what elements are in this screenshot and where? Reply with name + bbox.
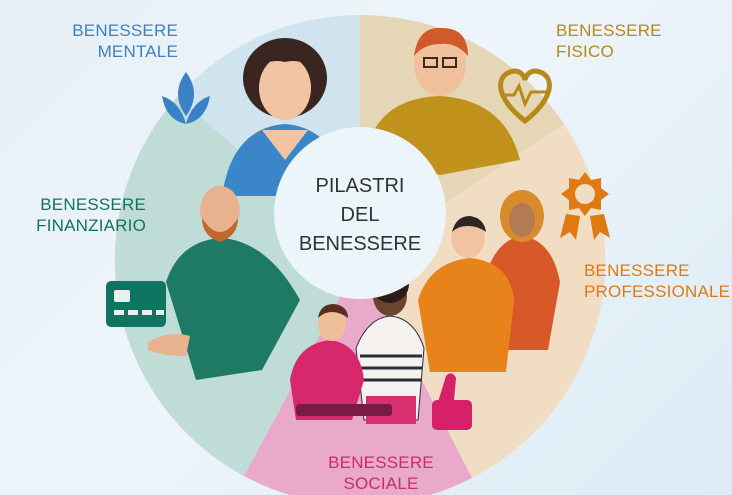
- lotus-icon: [162, 72, 210, 124]
- center-title-line2: DEL: [341, 204, 380, 226]
- person-finanziario: [148, 186, 300, 380]
- label-benessere-mentale: BENESSERE MENTALE: [72, 21, 178, 61]
- label-benessere-sociale: BENESSERE SOCIALE: [328, 453, 434, 493]
- label-benessere-finanziario: BENESSERE FINANZIARIO: [36, 195, 146, 235]
- award-badge-icon: [560, 172, 610, 240]
- credit-card-icon: [106, 281, 166, 327]
- heart-pulse-icon: [498, 68, 552, 125]
- center-title-line1: PILASTRI: [316, 175, 405, 197]
- label-benessere-fisico: BENESSERE FISICO: [556, 21, 662, 61]
- label-benessere-professionale: BENESSERE PROFESSIONALE: [584, 261, 731, 301]
- person-professionale: [418, 190, 560, 372]
- thumbs-up-icon: [432, 373, 472, 430]
- center-title-line3: BENESSERE: [299, 233, 421, 255]
- center-circle: [274, 127, 446, 299]
